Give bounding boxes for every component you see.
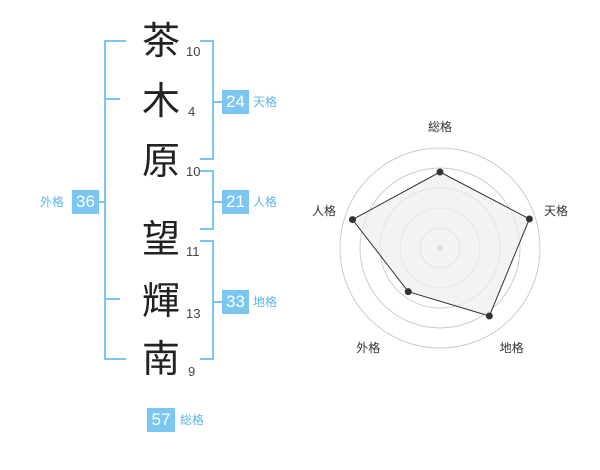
name-char-6: 南 xyxy=(141,337,180,381)
name-char-1: 茶 xyxy=(141,19,180,63)
tenkaku-bracket xyxy=(200,40,214,42)
stroke-count-2: 4 xyxy=(188,104,196,119)
radar-point-4 xyxy=(404,288,412,296)
stroke-count-5: 13 xyxy=(186,306,201,321)
jinkaku-bracket-connector xyxy=(214,201,222,203)
radar-axis-label-1: 総格 xyxy=(427,120,452,134)
tenkaku-badge: 24 xyxy=(222,90,249,114)
gaikaku-label: 外格 xyxy=(40,195,65,209)
jinkaku-bracket-top xyxy=(200,170,214,172)
name-char-4: 望 xyxy=(141,217,180,261)
radar-point-2 xyxy=(525,215,533,223)
jinkaku-badge: 21 xyxy=(222,190,249,214)
radar-point-1 xyxy=(436,168,444,176)
chikaku-bracket-top xyxy=(200,240,214,242)
gaikaku-bracket-vertical xyxy=(104,40,106,360)
stroke-count-3: 10 xyxy=(186,164,201,179)
radar-point-3 xyxy=(485,312,493,320)
radar-ring xyxy=(399,207,481,289)
tenkaku-label: 天格 xyxy=(253,95,278,109)
chikaku-bracket-connector xyxy=(214,301,222,303)
radar-point-5 xyxy=(349,216,357,224)
radar-axis-label-2: 天格 xyxy=(544,204,569,219)
stroke-count-4: 11 xyxy=(186,244,200,259)
radar-center xyxy=(437,245,443,251)
gaikaku-bracket-connector xyxy=(96,201,104,203)
radar-axis-label-3: 地格 xyxy=(499,340,524,355)
name-char-2: 木 xyxy=(141,79,180,123)
chikaku-label: 地格 xyxy=(253,295,278,309)
gaikaku-bracket-bottom xyxy=(104,358,126,360)
chikaku-bracket-vertical xyxy=(212,240,214,360)
name-char-3: 原 xyxy=(141,139,180,183)
tenkaku-bracket-bottom xyxy=(200,158,214,160)
soukaku-label: 総格 xyxy=(180,413,205,427)
radar-series-polygon xyxy=(351,171,531,317)
chikaku-badge: 33 xyxy=(222,290,249,314)
stroke-count-1: 10 xyxy=(186,44,201,59)
radar-ring xyxy=(339,147,541,349)
gaikaku-bracket-top xyxy=(104,40,126,42)
jinkaku-label: 人格 xyxy=(253,195,278,209)
radar-axis-label-4: 外格 xyxy=(356,340,381,355)
gaikaku-bracket-mid-top xyxy=(104,98,120,100)
soukaku-badge: 57 xyxy=(147,408,175,432)
gaikaku-bracket-mid-bottom xyxy=(104,298,120,300)
radar-axis-label-5: 人格 xyxy=(311,204,336,219)
tenkaku-bracket-connector xyxy=(214,101,222,103)
stroke-count-6: 9 xyxy=(188,364,196,379)
jinkaku-bracket-bottom xyxy=(200,228,214,230)
radar-ring xyxy=(359,167,521,329)
name-char-5: 輝 xyxy=(141,279,180,323)
radar-ring xyxy=(419,227,461,269)
tenkaku-bracket-vertical xyxy=(212,40,214,160)
gaikaku-badge: 36 xyxy=(72,190,99,214)
radar-ring xyxy=(379,187,501,309)
chikaku-bracket-bottom xyxy=(200,358,214,360)
jinkaku-bracket-vertical xyxy=(212,170,214,230)
